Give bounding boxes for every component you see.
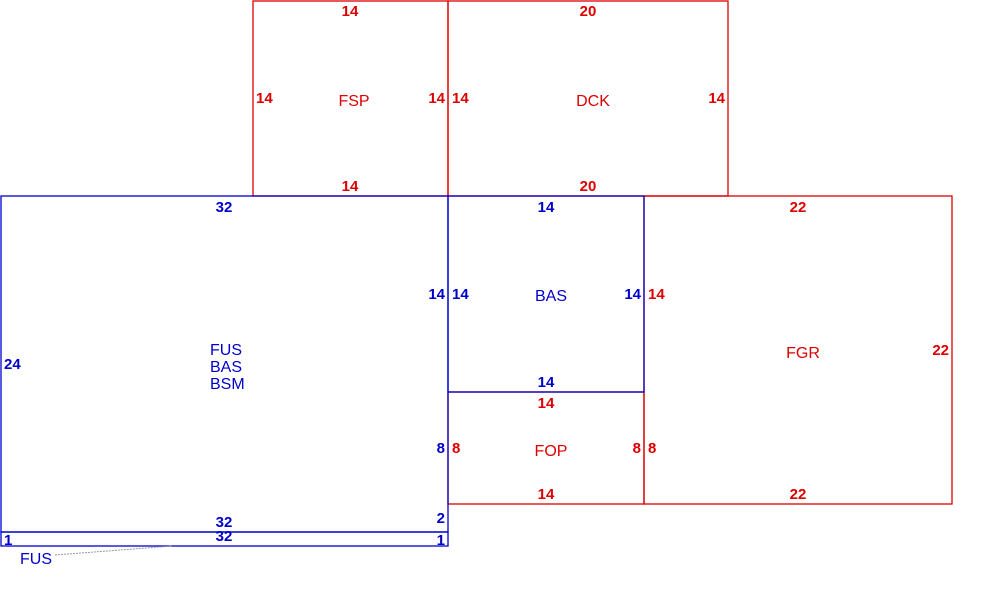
- bas-dim-bottom: 14: [538, 374, 555, 391]
- strip-label: FUS: [20, 551, 52, 568]
- fsp-label: FSP: [338, 93, 369, 110]
- fgr-dim-top: 22: [790, 199, 807, 216]
- fsp-dim-left: 14: [256, 90, 273, 107]
- fop-dim-right: 8: [633, 440, 641, 457]
- fsp-dim-right: 14: [428, 90, 445, 107]
- bas-label: BAS: [535, 288, 567, 305]
- fop-dim-left: 8: [452, 440, 460, 457]
- fgr-dim-bottom: 22: [790, 486, 807, 503]
- fus-strip-area: [0, 531, 449, 547]
- dck-dim-right: 14: [708, 90, 725, 107]
- bas-dim-right: 14: [624, 286, 641, 303]
- main-label-line-3: BSM: [210, 376, 245, 393]
- bas-dim-left: 14: [452, 286, 469, 303]
- strip-dim-top: 32: [216, 528, 233, 545]
- fop-label: FOP: [535, 443, 568, 460]
- fgr-dim-left: 14: [648, 286, 665, 303]
- dck-dim-left: 14: [452, 90, 469, 107]
- fgr-dim-right: 22: [932, 342, 949, 359]
- main-dim-right-upper: 14: [428, 286, 445, 303]
- strip-dim-right: 1: [437, 532, 445, 549]
- strip-dim-left: 1: [4, 532, 12, 549]
- main-label-line-1: FUS: [210, 342, 242, 359]
- fop-dim-bottom: 14: [538, 486, 555, 503]
- dck-label: DCK: [576, 93, 610, 110]
- dck-dim-top: 20: [580, 3, 597, 20]
- fus-leader-line: [54, 545, 173, 556]
- main-dim-bottom: 32: [216, 514, 233, 531]
- main-dim-top: 32: [216, 199, 233, 216]
- main-dim-right-lower: 8: [437, 440, 445, 457]
- fsp-dim-top: 14: [342, 3, 359, 20]
- fgr-label: FGR: [786, 345, 820, 362]
- fgr-dim-left-lower: 8: [648, 440, 656, 457]
- bas-area: [447, 195, 645, 393]
- main-dim-right-corner: 2: [437, 510, 445, 527]
- dck-dim-bottom: 20: [580, 178, 597, 195]
- fop-dim-top: 14: [538, 395, 555, 412]
- bas-dim-top: 14: [538, 199, 555, 216]
- main-label-line-2: BAS: [210, 359, 242, 376]
- main-dim-left: 24: [4, 356, 21, 373]
- fsp-dim-bottom: 14: [342, 178, 359, 195]
